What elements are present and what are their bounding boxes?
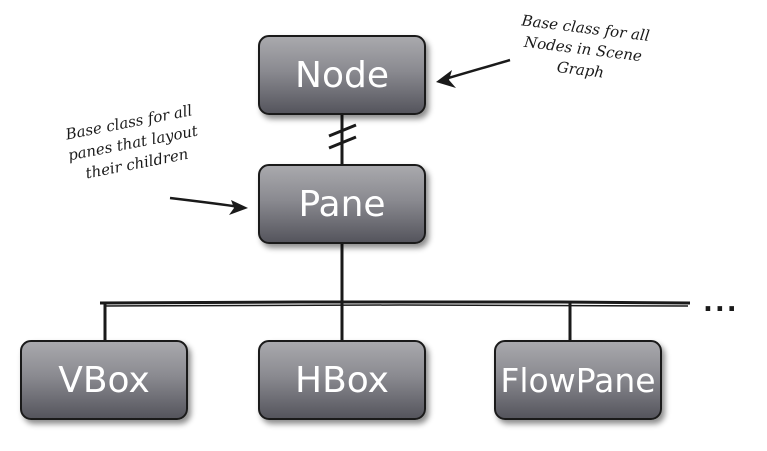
node-class-box: Node [258,35,426,115]
vbox-class-box: VBox [20,340,188,420]
hbox-class-box: HBox [258,340,426,420]
more-children-ellipsis: ... [703,288,739,318]
flowpane-class-label: FlowPane [500,360,656,400]
pane-class-label: Pane [298,183,386,225]
flowpane-class-box: FlowPane [494,340,662,420]
children-bus-line [99,300,691,305]
connector-hash-mark [328,123,357,150]
children-bus-line-shadow [103,304,689,307]
node-note-arrowhead [436,70,456,88]
pane-class-box: Pane [258,164,426,244]
pane-note-arrowhead [229,200,248,215]
vbox-class-label: VBox [58,359,150,401]
pane-note-arrow [169,196,241,209]
node-class-label: Node [295,54,389,96]
hbox-class-label: HBox [295,359,389,401]
